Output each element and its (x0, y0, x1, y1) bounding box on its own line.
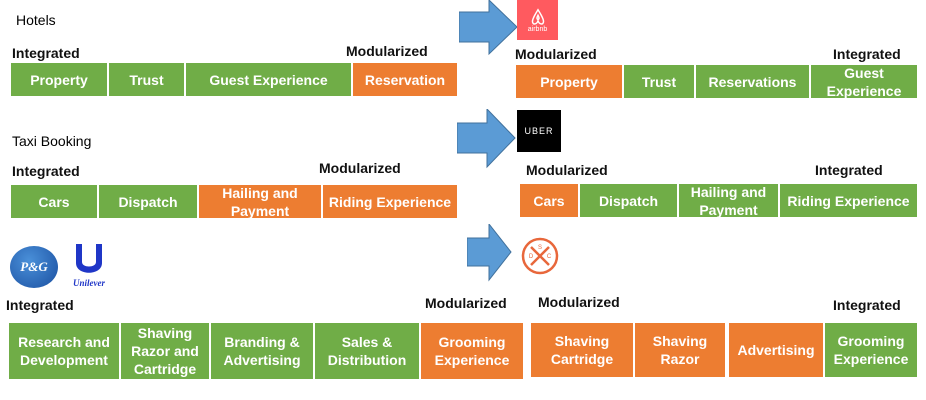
grooming-left-block-grooming-experience: Grooming Experience (420, 322, 524, 380)
hotels-left-block-property: Property (10, 62, 108, 97)
section-title-hotels: Hotels (16, 12, 56, 28)
hotels-left-block-trust: Trust (108, 62, 185, 97)
pg-wordmark: P&G (20, 259, 48, 274)
hotels-right-block-property: Property (515, 64, 623, 99)
dollar-shave-club-logo: S D C (520, 236, 560, 276)
hotels-right-block-guest-experience: Guest Experience (810, 64, 918, 99)
taxi-right-modularized-label: Modularized (526, 162, 608, 178)
airbnb-wordmark: airbnb (527, 25, 548, 33)
hotels-left-modularized-label: Modularized (346, 43, 428, 59)
hotels-right-modularized-label: Modularized (515, 46, 597, 62)
hotels-left-block-reservation: Reservation (352, 62, 458, 97)
taxi-left-block-dispatch: Dispatch (98, 184, 198, 219)
pg-logo: P&G (10, 246, 58, 288)
hotels-right-block-trust: Trust (623, 64, 695, 99)
section-title-taxi-booking: Taxi Booking (12, 133, 92, 149)
taxi-left-block-hailing-and-payment: Hailing and Payment (198, 184, 322, 219)
dsc-emblem-icon: S D C (521, 237, 559, 275)
grooming-right-block-shaving-razor: Shaving Razor (634, 322, 726, 378)
taxi-right-integrated-label: Integrated (815, 162, 883, 178)
taxi-right-block-dispatch: Dispatch (579, 183, 678, 218)
uber-logo: UBER (517, 110, 561, 152)
taxi-left-block-riding-experience: Riding Experience (322, 184, 458, 219)
grooming-right-block-grooming-experience: Grooming Experience (824, 322, 918, 378)
taxi-right-block-riding-experience: Riding Experience (779, 183, 918, 218)
unilever-u-icon (76, 244, 102, 273)
grooming-left-modularized-label: Modularized (425, 295, 507, 311)
hotels-left-block-guest-experience: Guest Experience (185, 62, 352, 97)
transition-arrow-grooming (467, 224, 512, 282)
taxi-right-block-cars: Cars (519, 183, 579, 218)
unilever-wordmark: Unilever (73, 278, 105, 288)
dsc-letter-d: D (529, 254, 534, 260)
airbnb-logo: airbnb (517, 0, 558, 40)
grooming-left-block-research-and-development: Research and Development (8, 322, 120, 380)
taxi-left-modularized-label: Modularized (319, 160, 401, 176)
grooming-left-block-branding-and-advertising: Branding & Advertising (210, 322, 314, 380)
dsc-letter-s: S (538, 245, 542, 251)
airbnb-belo-icon (531, 7, 544, 25)
grooming-right-modularized-label: Modularized (538, 294, 620, 310)
grooming-left-integrated-label: Integrated (6, 297, 74, 313)
taxi-left-integrated-label: Integrated (12, 163, 80, 179)
taxi-right-block-hailing-and-payment: Hailing and Payment (678, 183, 779, 218)
grooming-left-block-sales-and-distribution: Sales & Distribution (314, 322, 420, 380)
uber-wordmark: UBER (524, 126, 554, 136)
hotels-right-integrated-label: Integrated (833, 46, 901, 62)
grooming-right-block-advertising: Advertising (728, 322, 824, 378)
grooming-left-block-shaving-razor-and-cartridge: Shaving Razor and Cartridge (120, 322, 210, 380)
hotels-right-block-reservations: Reservations (695, 64, 810, 99)
grooming-right-integrated-label: Integrated (833, 297, 901, 313)
dsc-letter-c: C (547, 254, 552, 260)
grooming-right-block-shaving-cartridge: Shaving Cartridge (530, 322, 634, 378)
unilever-logo: Unilever (66, 242, 112, 294)
transition-arrow-hotels (459, 0, 518, 56)
transition-arrow-taxi (457, 109, 516, 169)
taxi-left-block-cars: Cars (10, 184, 98, 219)
hotels-left-integrated-label: Integrated (12, 45, 80, 61)
